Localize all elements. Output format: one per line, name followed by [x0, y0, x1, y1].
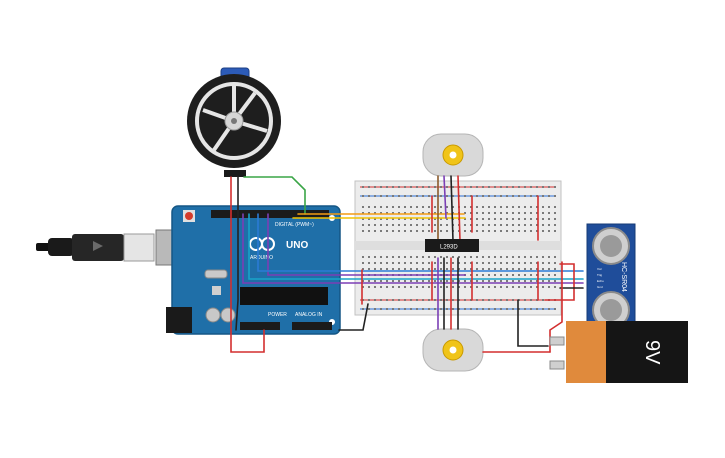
reset-button[interactable]: [185, 212, 193, 220]
motor-top-wire-c: [457, 175, 461, 242]
servo-motor[interactable]: [187, 67, 281, 177]
digital-label: DIGITAL (PWM~): [275, 222, 314, 228]
motor-top-wire-b: [450, 175, 454, 242]
atmega-chip: [240, 287, 328, 305]
servo-power-wire: [230, 176, 265, 353]
sensor-label: HC-SR04: [620, 262, 627, 292]
sensor-pin-vcc: Vcc: [597, 267, 603, 271]
blue-signal-wire: [257, 213, 584, 272]
sensor-pin-gnd: Gnd: [597, 285, 603, 289]
wires: [230, 175, 584, 353]
dc-motor-top[interactable]: [422, 133, 484, 177]
digital-header: [211, 210, 329, 218]
usb-cable: [36, 229, 179, 266]
brand-label: ARDUINO: [250, 255, 273, 261]
sensor-pin-trig: Trig: [597, 273, 602, 277]
model-label: UNO: [286, 240, 308, 251]
ground-rail-wire: [338, 303, 369, 331]
violet-signal-wire: [242, 213, 584, 284]
dc-motor-bottom[interactable]: [422, 328, 484, 372]
l293d-driver-chip[interactable]: L293D: [425, 239, 479, 252]
servo-signal-wire: [243, 176, 306, 215]
sensor-vcc-wire: [544, 263, 575, 301]
driver-chip-label: L293D: [440, 245, 458, 251]
servo-ground-wire: [235, 176, 239, 331]
hc-sr04-sensor[interactable]: HC-SR04 Vcc Trig Echo Gnd: [586, 223, 636, 333]
sensor-pin-echo: Echo: [597, 279, 604, 283]
battery-9v[interactable]: 9V: [549, 321, 688, 383]
arduino-uno-board[interactable]: ARDUINO UNO DIGITAL (PWM~) POWER ANALOG …: [166, 205, 341, 335]
battery-negative-wire: [517, 299, 549, 347]
power-label: POWER: [268, 312, 287, 318]
analog-label: ANALOG IN: [295, 312, 323, 318]
motor-top-wire-a: [443, 175, 447, 219]
battery-label: 9V: [641, 340, 663, 365]
purple-signal-wire: [267, 213, 466, 276]
power-jack: [166, 307, 192, 333]
